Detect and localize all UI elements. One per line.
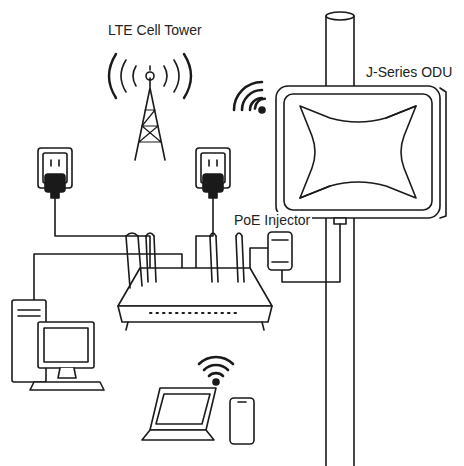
power-plug [45, 174, 223, 198]
desktop-computer [12, 300, 104, 390]
laptop [142, 388, 216, 440]
wifi-icon [199, 357, 233, 385]
wall-outlet [38, 148, 230, 188]
odu-unit [276, 86, 446, 224]
poe-injector [268, 232, 292, 270]
odu-label: J-Series ODU [364, 64, 454, 80]
smartphone [230, 398, 254, 444]
cell-tower [109, 54, 191, 160]
injector-label: PoE Injector [232, 212, 312, 228]
odu-signal-icon [234, 82, 265, 113]
tower-label: LTE Cell Tower [106, 22, 204, 38]
router [118, 233, 272, 330]
